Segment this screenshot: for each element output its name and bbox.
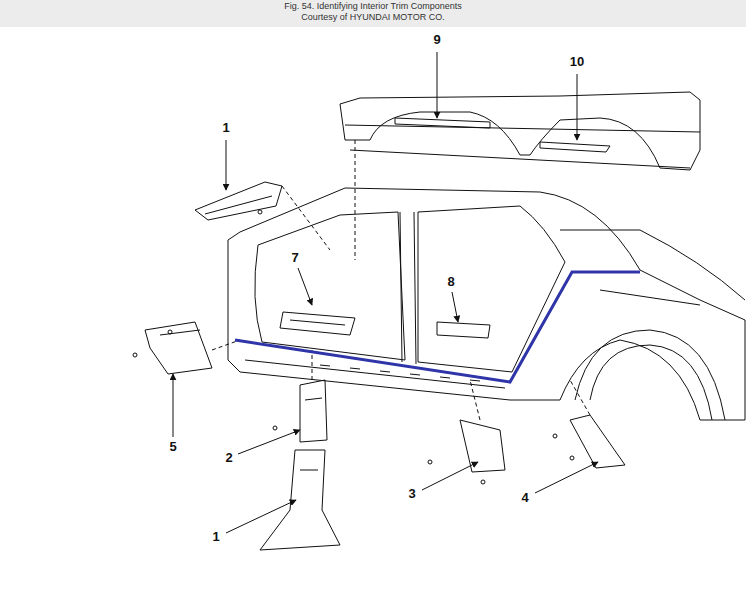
trim-part-10 — [540, 142, 610, 152]
callout-number: 2 — [225, 451, 232, 465]
roof-rail-edge — [345, 125, 700, 168]
callout-number: 7 — [291, 251, 298, 265]
trim-part-5 — [145, 322, 212, 374]
callout-number: 1 — [222, 121, 229, 135]
trim-part-4 — [570, 415, 625, 468]
wheel-arch — [575, 330, 725, 420]
callout-number: 10 — [570, 55, 584, 69]
callout-number: 5 — [169, 440, 176, 454]
trim-part-1-upper — [195, 182, 282, 220]
trim-part-3 — [460, 420, 505, 472]
roof-rail-panel — [340, 92, 700, 170]
figure-caption: Courtesy of HYUNDAI MOTOR CO. — [0, 12, 746, 23]
leader-lines — [173, 52, 598, 533]
callout-number: 3 — [408, 487, 415, 501]
callout-number: 4 — [521, 491, 528, 505]
rear-door-opening — [418, 206, 565, 372]
callout-number: 1 — [212, 530, 219, 544]
screws — [133, 210, 574, 484]
body-side-panel — [228, 188, 745, 420]
trim-part-7 — [280, 312, 355, 335]
blue-trace-line — [235, 272, 640, 382]
assembly-lines — [212, 140, 590, 420]
front-door-opening — [255, 212, 405, 360]
trim-part-9 — [395, 118, 490, 128]
rear-quarter — [560, 230, 745, 305]
figure-title: Fig. 54. Identifying Interior Trim Compo… — [0, 1, 746, 12]
trim-part-1-lower — [260, 450, 340, 550]
b-pillar — [400, 212, 416, 364]
trim-part-8 — [437, 322, 490, 338]
callout-number: 8 — [447, 275, 454, 289]
callout-number: 9 — [433, 33, 440, 47]
trim-part-2 — [300, 380, 327, 442]
